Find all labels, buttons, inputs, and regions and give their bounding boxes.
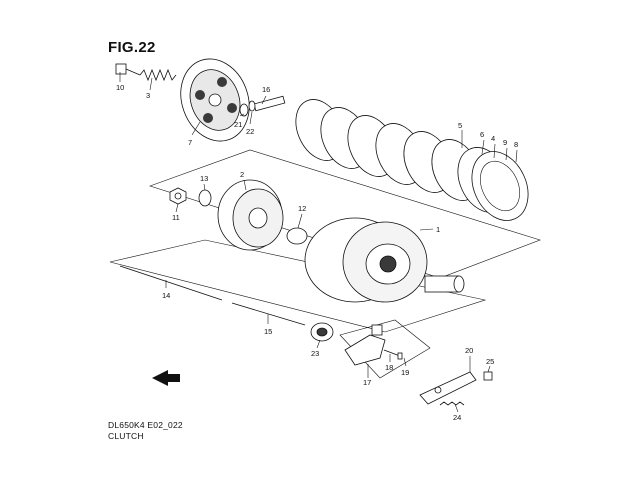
callout-22: 22: [246, 127, 254, 136]
callout-12: 12: [298, 204, 306, 213]
oil-seal: [310, 322, 334, 342]
callout-5: 5: [458, 121, 462, 130]
callout-8: 8: [514, 140, 518, 149]
clutch-sleeve-hub: [217, 179, 284, 251]
callout-17: 17: [363, 378, 371, 387]
clutch-cable-bracket: [419, 371, 493, 406]
clutch-push-rod-right: [231, 302, 306, 326]
primary-driven-gear-housing: [304, 217, 465, 303]
pressure-plate: [180, 58, 250, 142]
callout-11: 11: [172, 213, 180, 222]
callout-25: 25: [486, 357, 494, 366]
clutch-spring: [139, 68, 177, 82]
callout-24: 24: [453, 413, 461, 422]
clutch-release-arm: [344, 324, 403, 366]
lower-assembly-box: [109, 239, 487, 333]
callout-23: 23: [311, 349, 319, 358]
callout-3: 3: [146, 91, 150, 100]
callout-13: 13: [200, 174, 208, 183]
callout-16: 16: [262, 85, 270, 94]
callout-labels: 10 3 7 16 21 22 2 13 11 12 1 5 6: [116, 72, 518, 422]
clutch-push-rod-left: [119, 265, 223, 301]
figure-model-code: DL650K4 E02_022: [108, 420, 183, 430]
hub-washer: [198, 189, 212, 207]
callout-21: 21: [234, 120, 242, 129]
callout-18: 18: [385, 363, 393, 372]
callout-6: 6: [480, 130, 484, 139]
callout-4: 4: [491, 134, 495, 143]
clutch-plate-stack: [295, 99, 529, 221]
callout-7: 7: [188, 138, 192, 147]
callout-19: 19: [401, 368, 409, 377]
callout-2: 2: [240, 170, 244, 179]
figure-title: FIG.22: [108, 39, 156, 56]
push-piece: [239, 95, 286, 117]
callout-14: 14: [162, 291, 170, 300]
clutch-hub-nut: [169, 187, 187, 205]
figure-name: CLUTCH: [108, 431, 144, 441]
spring-bolt: [115, 63, 141, 76]
callout-1: 1: [436, 225, 440, 234]
callout-20: 20: [465, 346, 473, 355]
callout-15: 15: [264, 327, 272, 336]
callout-9: 9: [503, 138, 507, 147]
thrust-washer: [286, 227, 308, 245]
callout-10: 10: [116, 83, 124, 92]
front-direction-arrow-icon: [152, 370, 180, 386]
